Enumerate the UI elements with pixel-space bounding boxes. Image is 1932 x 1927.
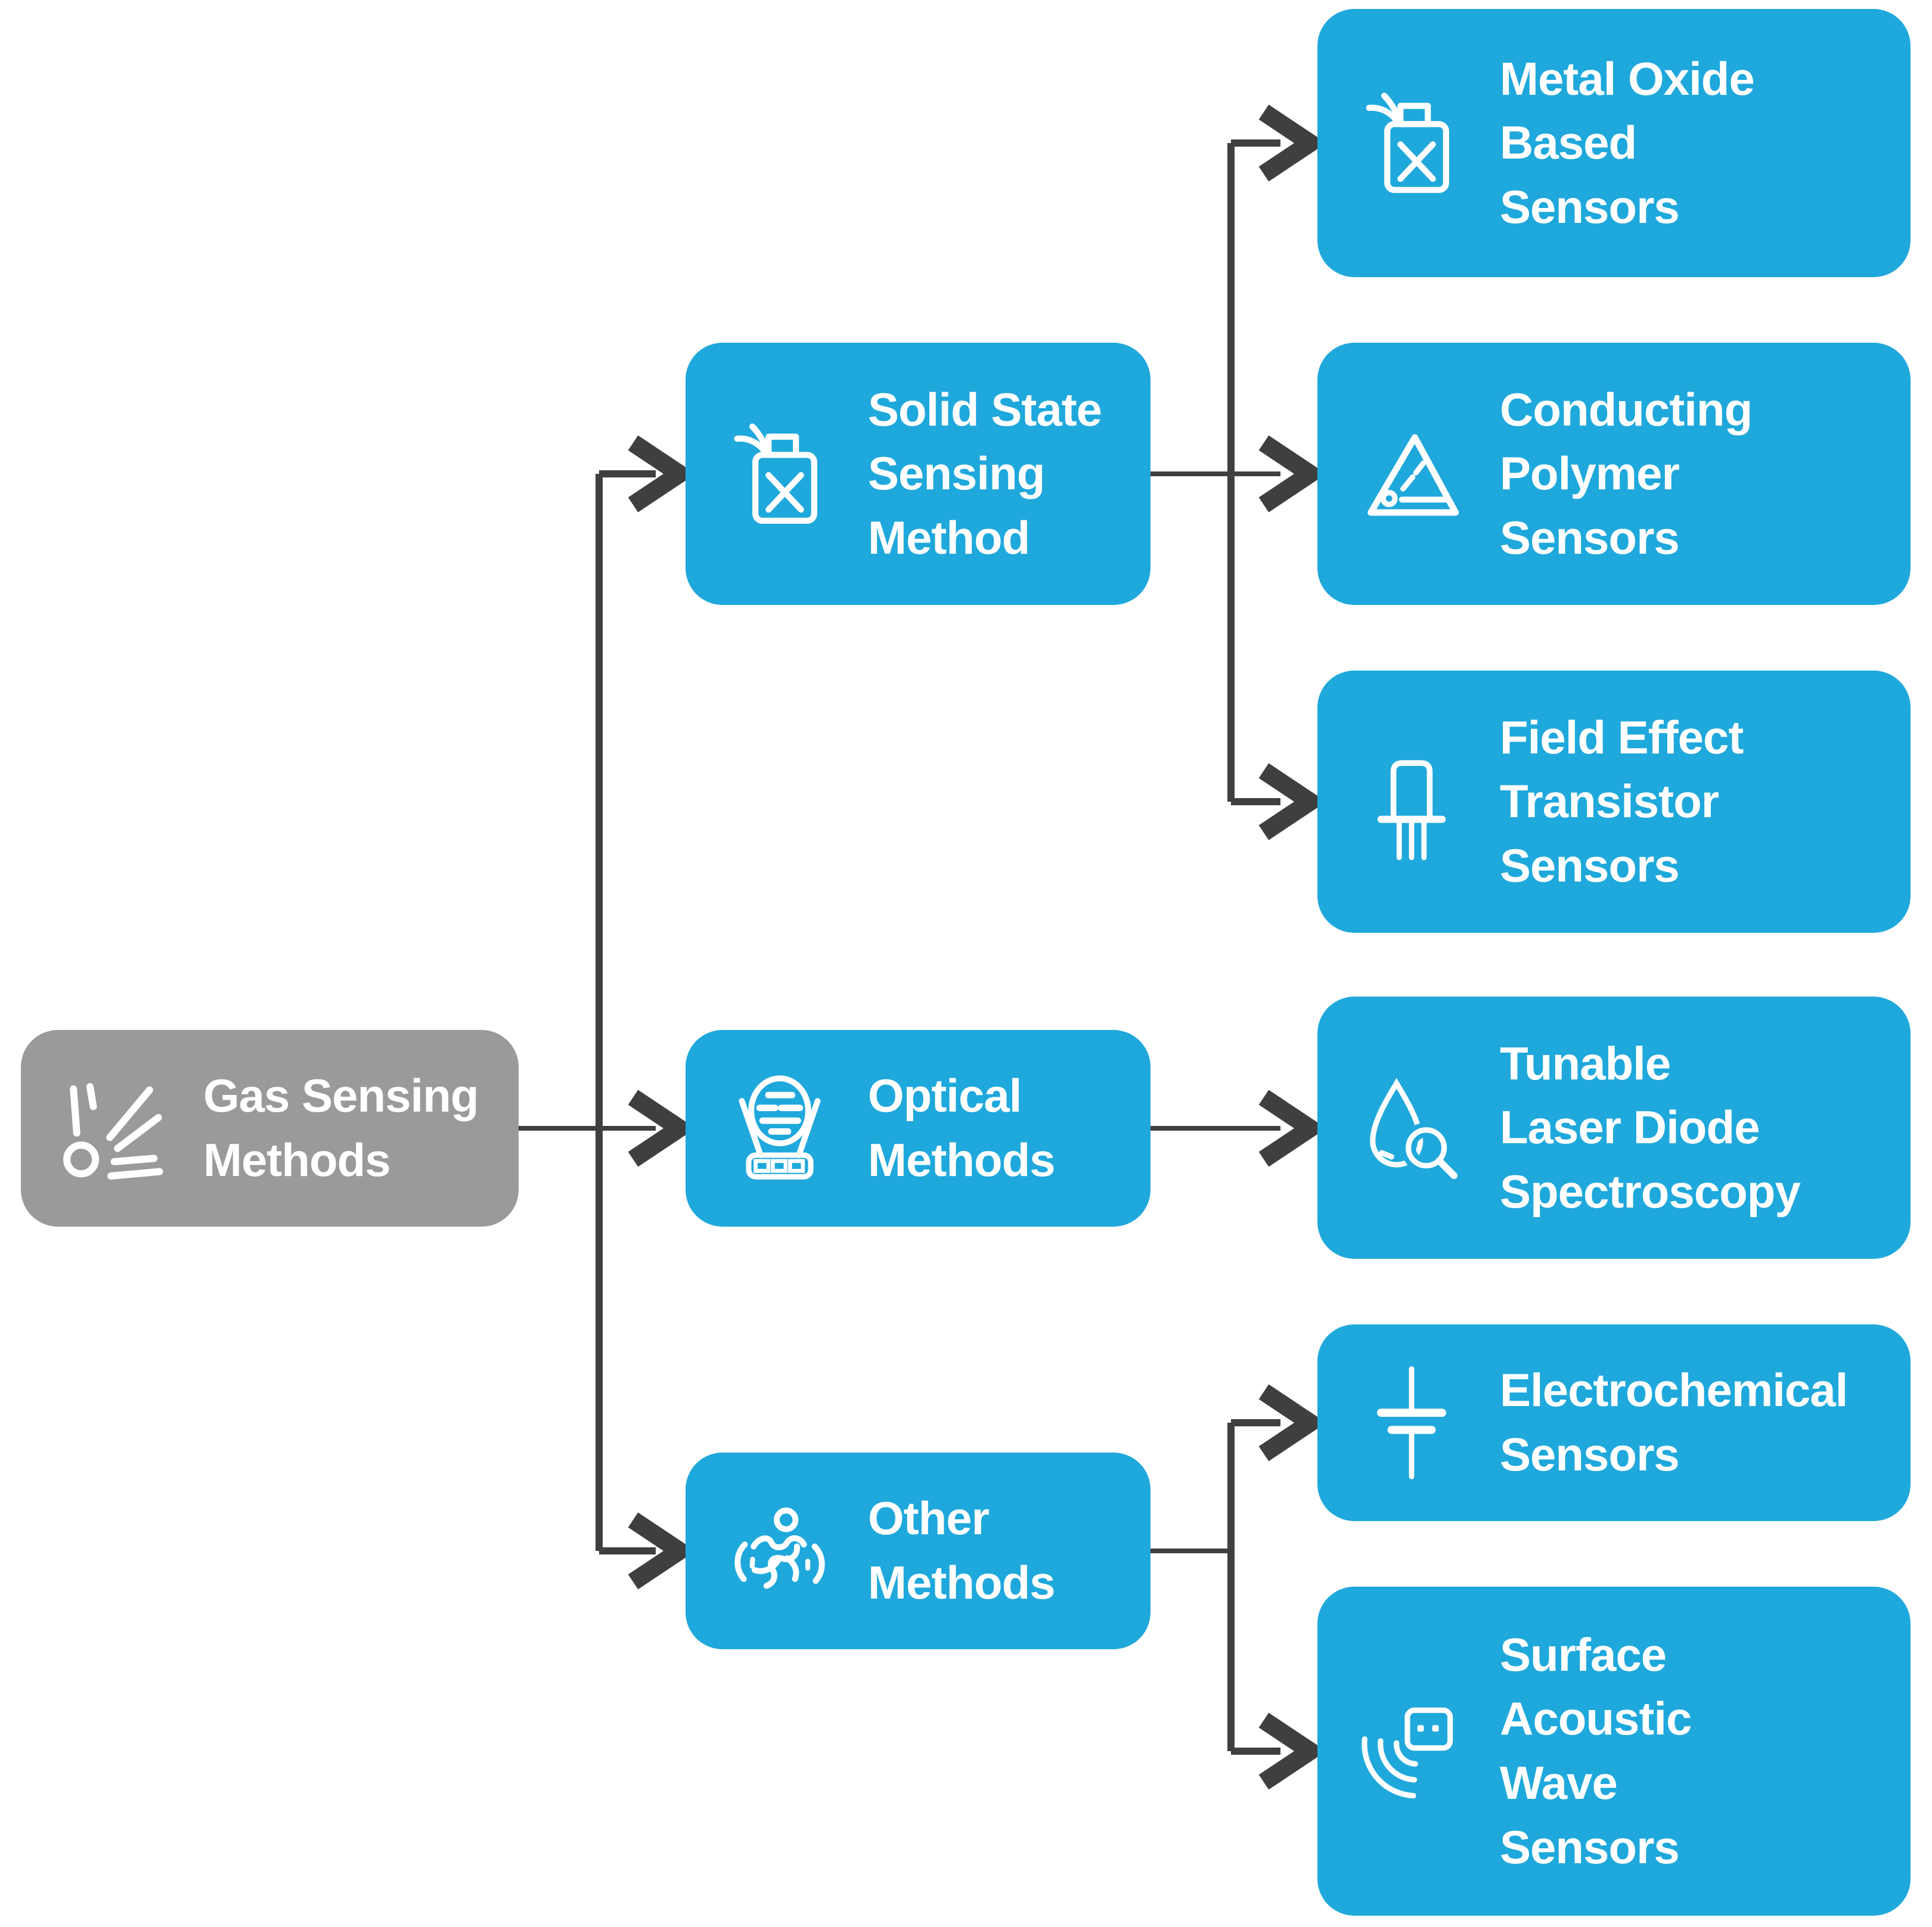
arrowhead-electrochemical: [1258, 1384, 1327, 1461]
arrowhead-saw: [1258, 1712, 1327, 1790]
node-label: Metal Oxide Based Sensors: [1500, 52, 1755, 233]
arrowhead-optical: [628, 1090, 696, 1167]
node-metal-oxide-based-sensors: Metal Oxide Based Sensors: [1317, 9, 1911, 277]
node-tunable-laser-diode-spectroscopy: Tunable Laser Diode Spectroscopy: [1317, 997, 1911, 1259]
node-label: Electrochemical Sensors: [1500, 1364, 1848, 1481]
gas-can-icon: [1352, 88, 1471, 199]
running-person-icon: [720, 1499, 839, 1603]
node-label: Field Effect Transistor Sensors: [1500, 710, 1744, 892]
arrowhead-fet: [1258, 763, 1327, 840]
gas-burst-icon: [55, 1073, 175, 1184]
node-optical-methods: Optical Methods: [686, 1030, 1150, 1227]
node-gas-sensing-methods: Gas Sensing Methods: [21, 1030, 519, 1227]
node-label: Conducting Polymer Sensors: [1500, 383, 1753, 564]
node-label: Surface Acoustic Wave Sensors: [1500, 1628, 1692, 1873]
transistor-icon: [1352, 742, 1471, 861]
node-label: Gas Sensing Methods: [203, 1069, 479, 1186]
node-electrochemical-sensors: Electrochemical Sensors: [1317, 1324, 1911, 1521]
capacitor-icon: [1352, 1363, 1471, 1482]
node-conducting-polymer-sensors: Conducting Polymer Sensors: [1317, 343, 1911, 605]
node-label: Other Methods: [868, 1492, 1056, 1609]
arrowhead-solid-state: [628, 435, 696, 513]
node-surface-acoustic-wave-sensors: Surface Acoustic Wave Sensors: [1317, 1587, 1911, 1916]
node-label: Solid State Sensing Method: [868, 383, 1102, 564]
droplet-magnifier-icon: [1352, 1073, 1471, 1183]
node-label: Optical Methods: [868, 1069, 1056, 1186]
chip-wave-icon: [1352, 1699, 1471, 1804]
stage-light-icon: [720, 1070, 839, 1186]
arrowhead-tldc: [1258, 1090, 1327, 1167]
node-label: Tunable Laser Diode Spectroscopy: [1500, 1037, 1801, 1218]
node-other-methods: Other Methods: [686, 1453, 1150, 1649]
node-solid-state-sensing-method: Solid State Sensing Method: [686, 343, 1150, 605]
warning-triangle-icon: [1352, 420, 1471, 527]
arrowhead-other: [628, 1512, 696, 1590]
node-field-effect-transistor-sensors: Field Effect Transistor Sensors: [1317, 671, 1911, 933]
gas-can-icon: [720, 418, 839, 530]
arrowhead-conducting-polymer: [1258, 435, 1327, 513]
arrowhead-metal-oxide: [1258, 104, 1327, 182]
